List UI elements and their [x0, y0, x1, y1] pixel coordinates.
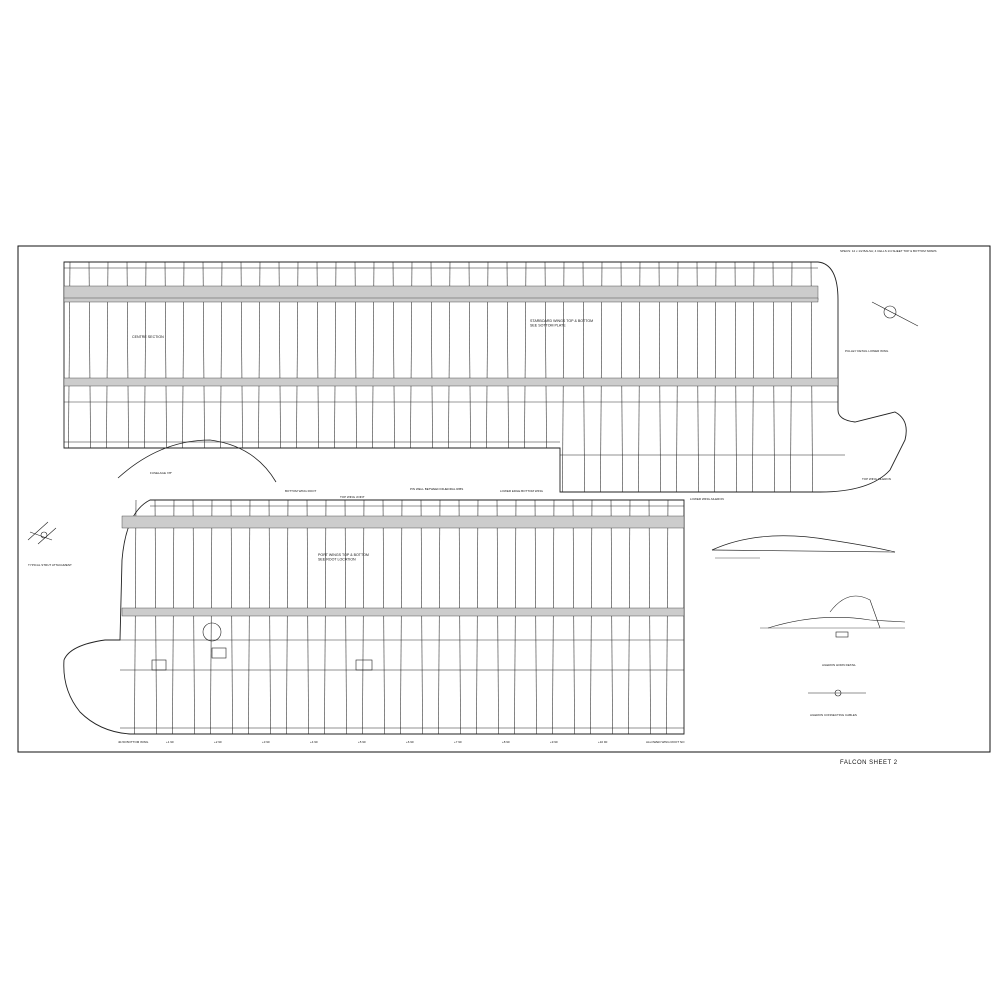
label-aileron-horn-detail: AILERON HORN DETAIL — [822, 663, 856, 667]
wing-spar — [121, 515, 685, 529]
station-label: +5 90 — [358, 740, 366, 744]
pulley-cable — [871, 301, 919, 327]
wing-rib — [648, 499, 651, 735]
wing-spar — [63, 377, 839, 387]
title-block: FALCON SHEET 2 — [840, 760, 898, 766]
station-label: +8 90 — [502, 740, 510, 744]
station-label: +6 90 — [406, 740, 414, 744]
wing-rib — [610, 499, 613, 735]
label-lower-edge-bottom-wing: LOWER EDGE BOTTOM WING — [500, 489, 544, 493]
wing-rib — [666, 499, 669, 735]
wing-rib — [210, 499, 213, 735]
lower-wing-outline — [63, 499, 685, 735]
hardware-block — [211, 647, 227, 659]
wing-rib — [420, 499, 423, 735]
strut-fitting — [40, 531, 48, 539]
aileron-section — [711, 535, 896, 553]
wing-rib — [400, 499, 403, 735]
label-centre-section: CENTRE SECTION — [132, 335, 164, 339]
station-label: ALLOWED WING ROOT NO — [646, 740, 685, 744]
label-top-wing-aileron: TOP WING AILERON — [862, 477, 891, 481]
horn-block — [835, 631, 849, 638]
fuselage-cutout — [117, 439, 277, 483]
wing-rib — [382, 499, 385, 735]
wing-rib — [154, 499, 157, 735]
pulley-detail — [871, 301, 919, 327]
label-aileron-cables: AILERON CONNECTING CABLES — [810, 713, 857, 717]
label-pulley-detail: PULLEY DETAIL LOWER WING — [845, 349, 889, 353]
wing-rib — [438, 499, 441, 735]
station-label: +7 90 — [454, 740, 462, 744]
label-bottom-wing-root: BOTTOM WING ROOT — [285, 489, 316, 493]
label-top-wing-joint: TOP WING JOINT — [340, 495, 365, 499]
station-label: +10 90 — [598, 740, 608, 744]
drawing-border — [17, 245, 991, 753]
aileron-section-detail — [711, 535, 896, 559]
wing-rib — [552, 499, 555, 735]
station-label: 40-50 BOTTOM WING — [118, 740, 149, 744]
station-label: +2 90 — [214, 740, 222, 744]
station-label: +3 90 — [262, 740, 270, 744]
cable-turnbuckle — [834, 689, 842, 697]
drawing-specs: SPECS: 12 x 1/2 BALSA; 4 CELLS 1/4 SHEET… — [840, 249, 937, 253]
wing-rib — [496, 499, 499, 735]
wing-rib — [268, 499, 271, 735]
aileron-section-lower — [711, 549, 896, 553]
wing-rib — [134, 499, 137, 735]
horn-arm — [829, 595, 881, 629]
wing-rib — [362, 499, 365, 735]
pulley-circle — [202, 622, 222, 642]
aileron-cables-detail — [808, 689, 866, 697]
station-label: +4 90 — [310, 740, 318, 744]
aileron-horn-detail — [760, 595, 906, 638]
pulley-wheel — [883, 305, 897, 319]
wing-rib — [306, 499, 309, 735]
lower-wing-ribs — [134, 499, 669, 735]
wing-rib — [286, 499, 289, 735]
horn-profile — [767, 617, 906, 629]
wing-rib — [628, 499, 631, 735]
station-labels: 40-50 BOTTOM WING +1 90 +2 90 +3 90 +4 90 +5 … — [118, 740, 685, 744]
label-typical-strut: TYPICAL STRUT ATTACHMENT — [28, 563, 72, 567]
wing-rib — [248, 499, 251, 735]
wing-rib — [476, 499, 479, 735]
wing-rib — [324, 499, 327, 735]
typical-strut-detail — [27, 521, 57, 545]
station-label: +9 90 — [550, 740, 558, 744]
lower-wing-plan — [63, 499, 685, 735]
lower-wing-spars — [120, 515, 685, 641]
label-pin-well: PIN WELL BETWEEN DIHEDRAL RIBS — [410, 487, 463, 491]
wing-rib — [230, 499, 233, 735]
hardware-block — [151, 659, 167, 671]
wing-rib — [590, 499, 593, 735]
wing-rib — [172, 499, 175, 735]
label-fuselage: FUSELAGE 7/8" — [150, 471, 172, 475]
wing-rib — [458, 499, 461, 735]
upper-wing-outline — [63, 261, 907, 493]
wing-rib — [344, 499, 347, 735]
wing-spar — [121, 607, 685, 617]
wing-rib — [192, 499, 195, 735]
wing-rib — [534, 499, 537, 735]
upper-wing-plan — [63, 261, 907, 493]
wing-spar — [63, 297, 819, 303]
wing-rib — [514, 499, 517, 735]
hardware-block — [355, 659, 373, 671]
station-label: +1 90 — [166, 740, 174, 744]
label-lower-wing-aileron: LOWER WING AILERON — [690, 497, 724, 501]
upper-wing-spars — [63, 285, 839, 403]
wing-rib — [572, 499, 575, 735]
